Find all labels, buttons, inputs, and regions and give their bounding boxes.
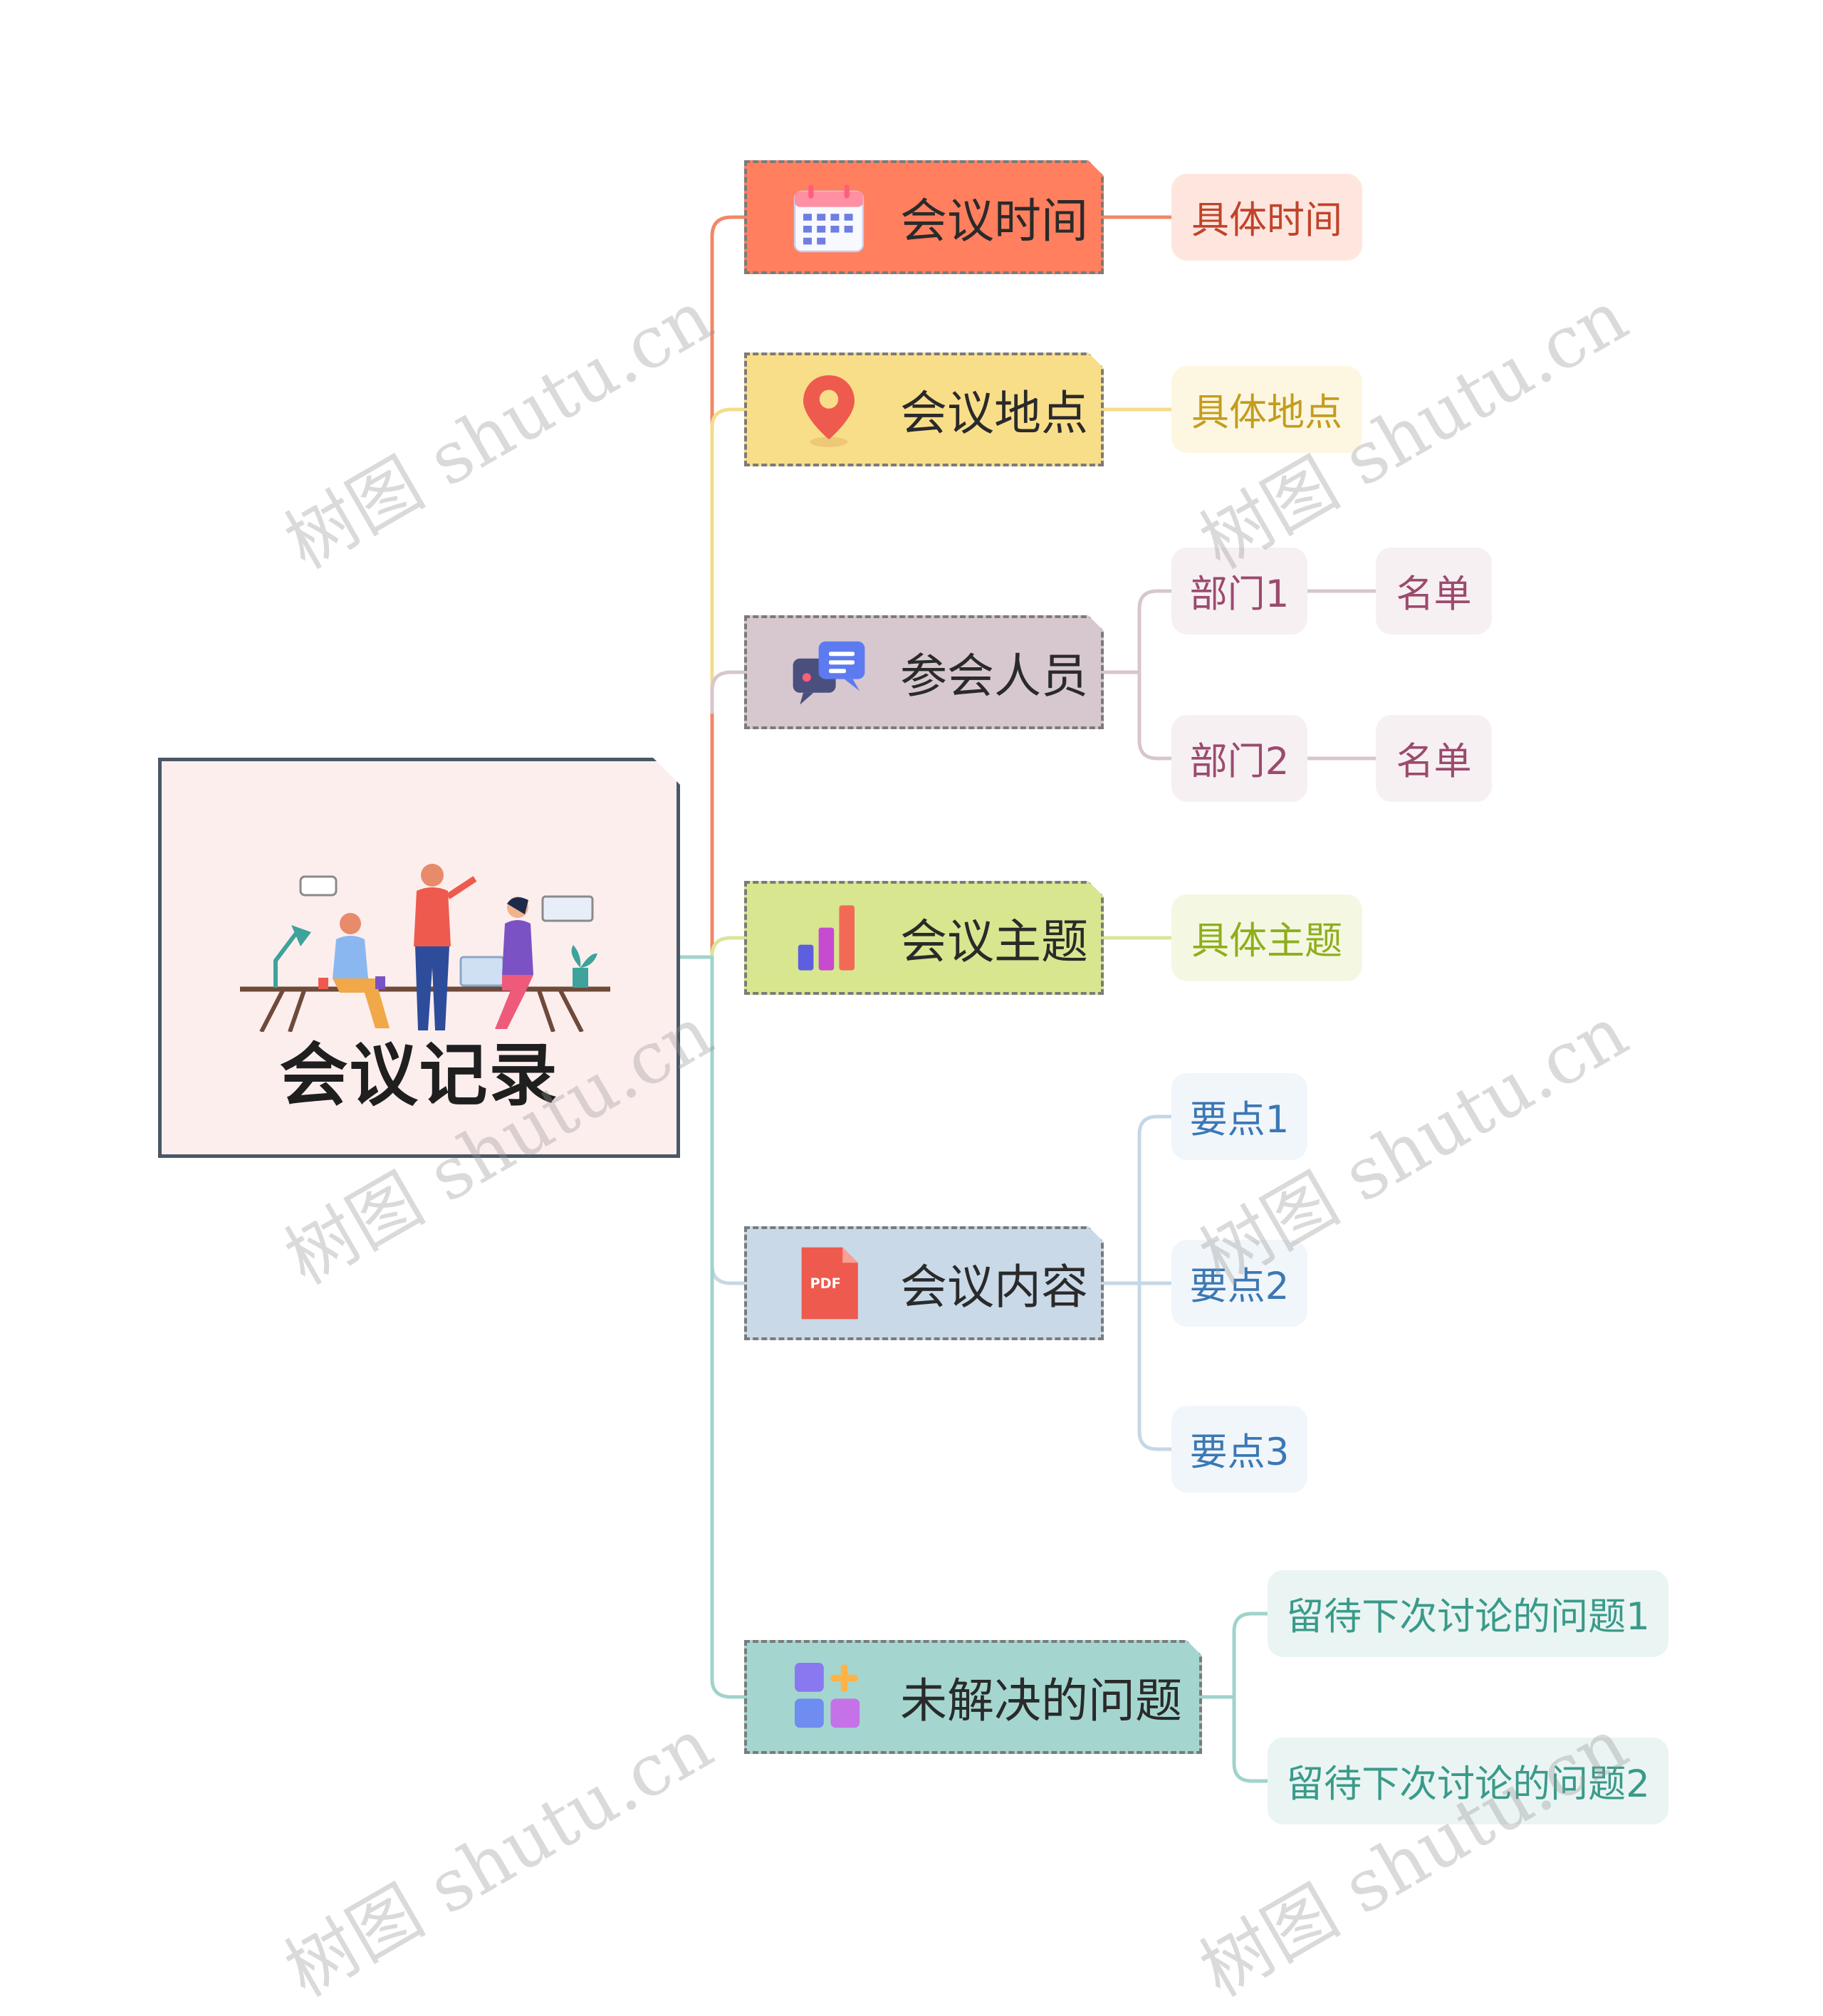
branch-label: 会议内容 (900, 1260, 1088, 1315)
branch-label: 未解决的问题 (900, 1673, 1182, 1728)
calendar-icon (786, 174, 872, 260)
leaf-specific-place[interactable]: 具体地点 (1171, 366, 1362, 453)
connector-dept-children (1305, 589, 1378, 761)
branch-meeting-topic[interactable]: 会议主题 (744, 881, 1104, 995)
meeting-illustration (226, 825, 625, 1032)
root-title: 会议记录 (279, 1035, 559, 1115)
connector-issues-items (1200, 1612, 1270, 1783)
leaf-dept-1[interactable]: 部门1 (1171, 548, 1307, 634)
branch-meeting-time[interactable]: 会议时间 (744, 160, 1104, 274)
leaf-dept-2[interactable]: 部门2 (1171, 715, 1307, 802)
connector-time (710, 215, 746, 959)
svg-text:PDF: PDF (810, 1275, 841, 1292)
leaf-dept-1-list[interactable]: 名单 (1376, 548, 1492, 634)
branch-attendees[interactable]: 参会人员 (744, 615, 1104, 729)
connector-content-points (1102, 1114, 1174, 1451)
chat-bubbles-icon (786, 630, 872, 715)
connector-content (710, 955, 746, 1285)
location-pin-icon (786, 367, 872, 452)
connector-people-depts (1102, 589, 1174, 761)
branch-unresolved-issues[interactable]: 未解决的问题 (744, 1640, 1202, 1754)
leaf-point-3[interactable]: 要点3 (1171, 1406, 1307, 1493)
branch-label: 会议主题 (900, 914, 1088, 969)
pdf-file-icon: PDF (786, 1241, 872, 1326)
leaf-specific-time[interactable]: 具体时间 (1171, 174, 1362, 261)
leaf-specific-topic[interactable]: 具体主题 (1171, 894, 1362, 981)
branch-meeting-place[interactable]: 会议地点 (744, 352, 1104, 466)
leaf-dept-2-list[interactable]: 名单 (1376, 715, 1492, 802)
connector-place (710, 407, 746, 714)
bar-chart-icon (786, 895, 872, 981)
leaf-issue-1[interactable]: 留待下次讨论的问题1 (1268, 1570, 1668, 1657)
branch-meeting-content[interactable]: PDF 会议内容 (744, 1226, 1104, 1340)
branch-label: 会议时间 (900, 194, 1088, 249)
leaf-issue-2[interactable]: 留待下次讨论的问题2 (1268, 1738, 1668, 1824)
leaf-point-1[interactable]: 要点1 (1171, 1073, 1307, 1160)
branch-label: 会议地点 (900, 386, 1088, 441)
root-topic[interactable]: 会议记录 (158, 758, 680, 1158)
leaf-point-2[interactable]: 要点2 (1171, 1240, 1307, 1327)
connector-issues (710, 955, 746, 1699)
connector-topic (710, 936, 746, 959)
branch-label: 参会人员 (900, 649, 1088, 704)
connector-people (710, 670, 746, 714)
add-blocks-icon (786, 1654, 872, 1740)
